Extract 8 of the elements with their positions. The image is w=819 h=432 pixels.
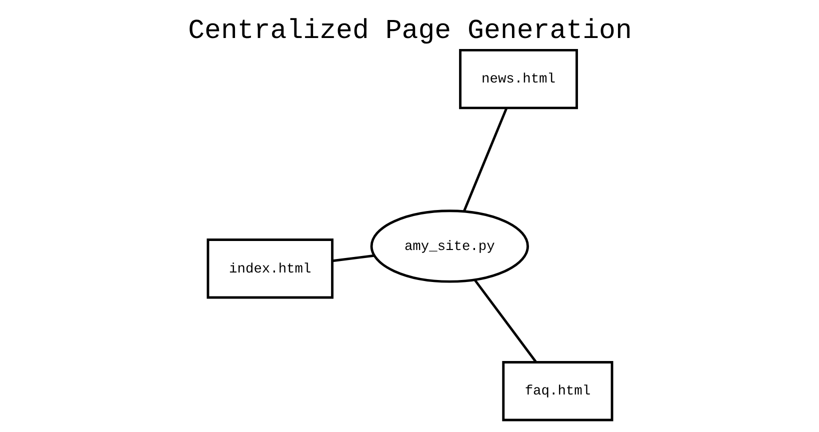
node-ellipse: amy_site.py <box>370 210 528 283</box>
node-box: faq.html <box>502 361 613 422</box>
diagram-title: Centralized Page Generation <box>188 16 632 47</box>
node-box: index.html <box>206 238 333 299</box>
connector <box>332 254 374 262</box>
connector <box>462 108 508 212</box>
node-box: news.html <box>458 48 578 110</box>
connector <box>473 279 537 363</box>
